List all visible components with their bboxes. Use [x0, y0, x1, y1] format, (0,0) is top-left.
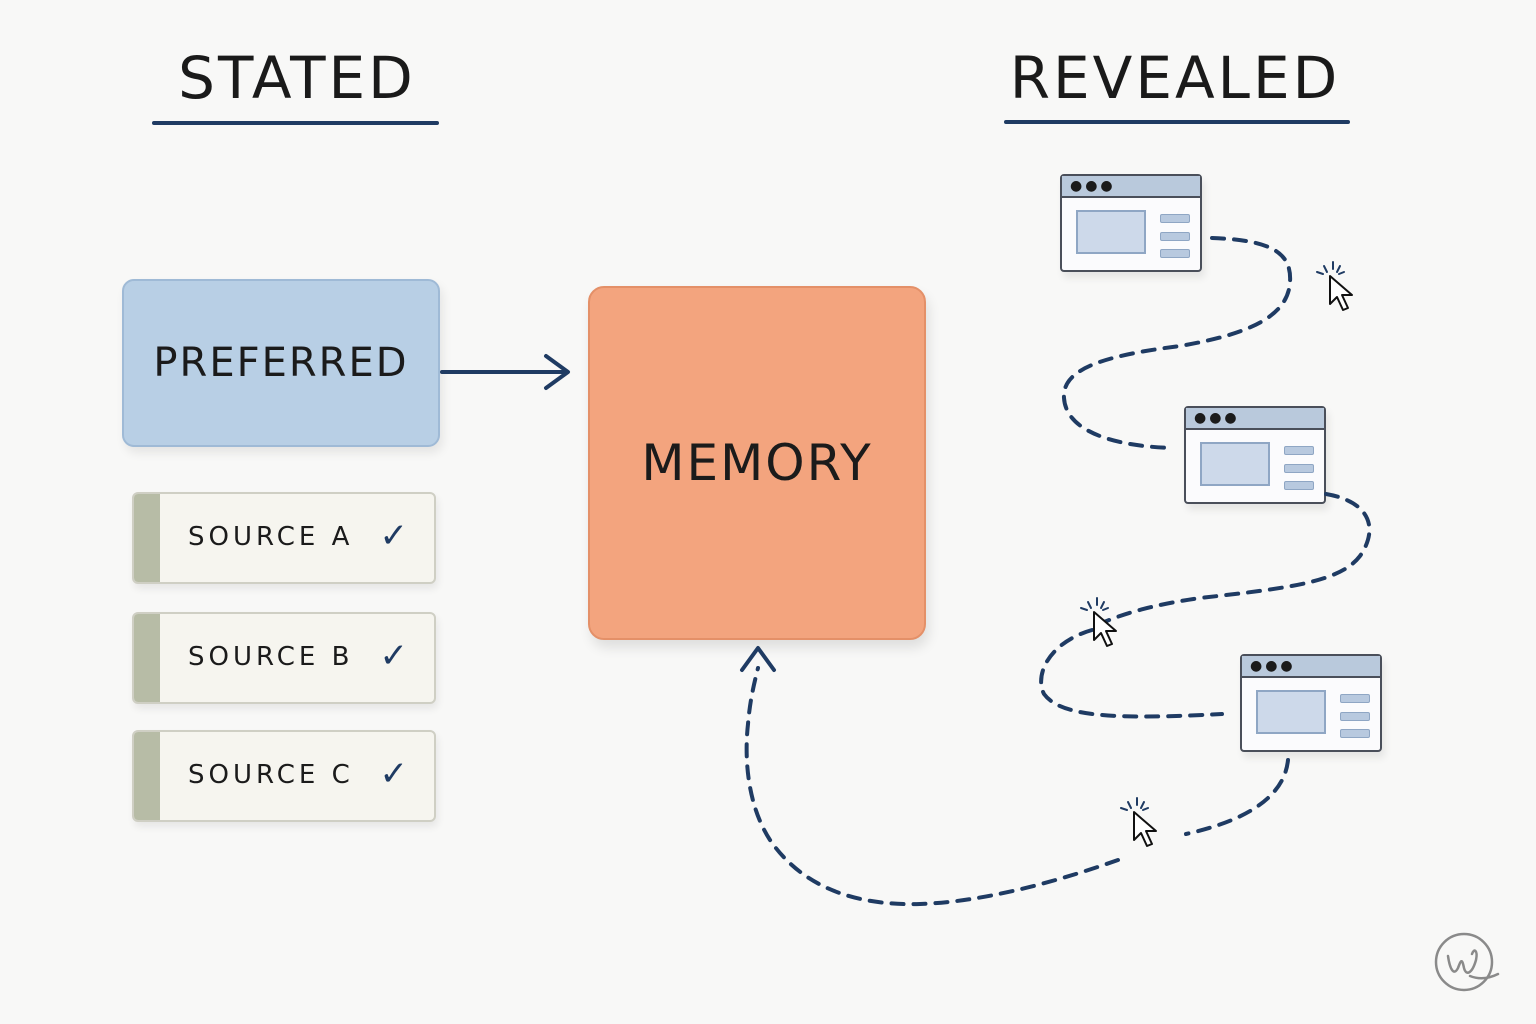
browser-window-icon: ●●●	[1060, 174, 1202, 272]
check-icon: ✓	[379, 636, 409, 676]
window-line	[1284, 446, 1314, 455]
check-icon: ✓	[379, 754, 409, 794]
source-label: SOURCE B	[188, 642, 354, 672]
browser-window-icon: ●●●	[1240, 654, 1382, 752]
memory-feedback-arrowhead	[740, 646, 776, 672]
revealed-dashed-path	[744, 236, 1372, 907]
source-card-a: SOURCE A ✓	[132, 492, 436, 584]
cursor-click-icon	[1120, 797, 1157, 847]
stated-underline	[152, 121, 439, 125]
window-line	[1284, 464, 1314, 473]
check-icon: ✓	[379, 516, 409, 556]
window-dots: ●●●	[1194, 410, 1240, 426]
preferred-label: PREFERRED	[153, 340, 409, 386]
window-pane	[1200, 442, 1270, 486]
window-dots: ●●●	[1070, 178, 1116, 194]
window-line	[1160, 249, 1190, 258]
window-line	[1340, 694, 1370, 703]
source-tab	[134, 494, 160, 582]
source-tab	[134, 732, 160, 820]
browser-window-icon: ●●●	[1184, 406, 1326, 504]
window-line	[1340, 712, 1370, 721]
window-pane	[1256, 690, 1326, 734]
source-label: SOURCE A	[188, 522, 354, 552]
window-line	[1160, 214, 1190, 223]
cursor-click-icon	[1080, 597, 1117, 647]
stated-heading: STATED	[178, 44, 416, 112]
window-pane	[1076, 210, 1146, 254]
source-card-b: SOURCE B ✓	[132, 612, 436, 704]
source-card-c: SOURCE C ✓	[132, 730, 436, 822]
source-label: SOURCE C	[188, 760, 354, 790]
preferred-box: PREFERRED	[122, 279, 440, 447]
window-titlebar: ●●●	[1062, 176, 1200, 198]
window-line	[1340, 729, 1370, 738]
window-line	[1284, 481, 1314, 490]
source-tab	[134, 614, 160, 702]
window-line	[1160, 232, 1190, 241]
preferred-to-memory-arrow	[440, 354, 570, 390]
cursor-click-icon	[1316, 261, 1353, 311]
window-titlebar: ●●●	[1186, 408, 1324, 430]
window-dots: ●●●	[1250, 658, 1296, 674]
memory-label: MEMORY	[641, 434, 873, 492]
revealed-underline	[1004, 120, 1350, 124]
revealed-heading: REVEALED	[1009, 44, 1341, 112]
signature-logo	[1434, 932, 1500, 992]
window-titlebar: ●●●	[1242, 656, 1380, 678]
memory-box: MEMORY	[588, 286, 926, 640]
